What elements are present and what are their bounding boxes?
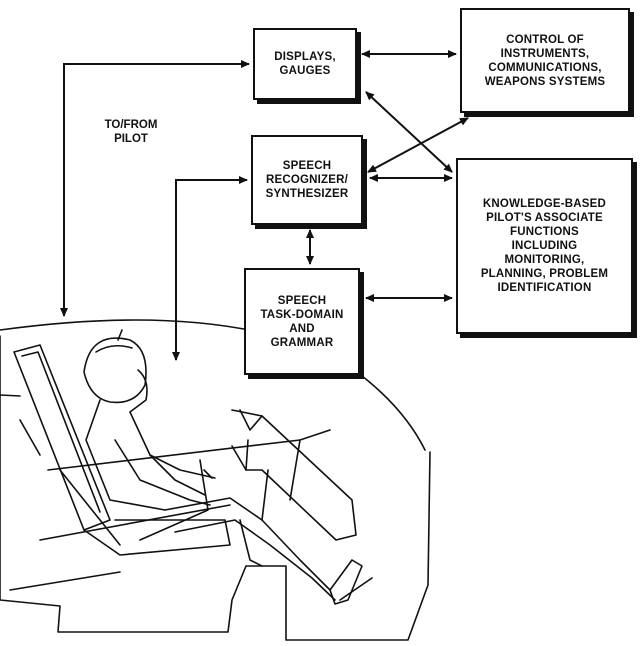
arrow-pilot-displays bbox=[60, 60, 250, 317]
cockpit-illustration bbox=[0, 319, 431, 641]
arrow-control-speech bbox=[367, 117, 469, 173]
speech-grammar-box: SPEECH TASK-DOMAIN AND GRAMMAR bbox=[244, 268, 360, 375]
speech-recognizer-box: SPEECH RECOGNIZER/ SYNTHESIZER bbox=[251, 135, 363, 225]
displays-gauges-box: DISPLAYS, GAUGES bbox=[253, 28, 357, 100]
arrow-displays-knowledge bbox=[365, 91, 453, 173]
control-systems-box: CONTROL OF INSTRUMENTS, COMMUNICATIONS, … bbox=[460, 8, 630, 113]
to-from-pilot-label: TO/FROM PILOT bbox=[104, 119, 158, 145]
knowledge-based-functions-box: KNOWLEDGE-BASED PILOT'S ASSOCIATE FUNCTI… bbox=[456, 158, 633, 334]
arrow-pilot-speech bbox=[172, 176, 248, 361]
